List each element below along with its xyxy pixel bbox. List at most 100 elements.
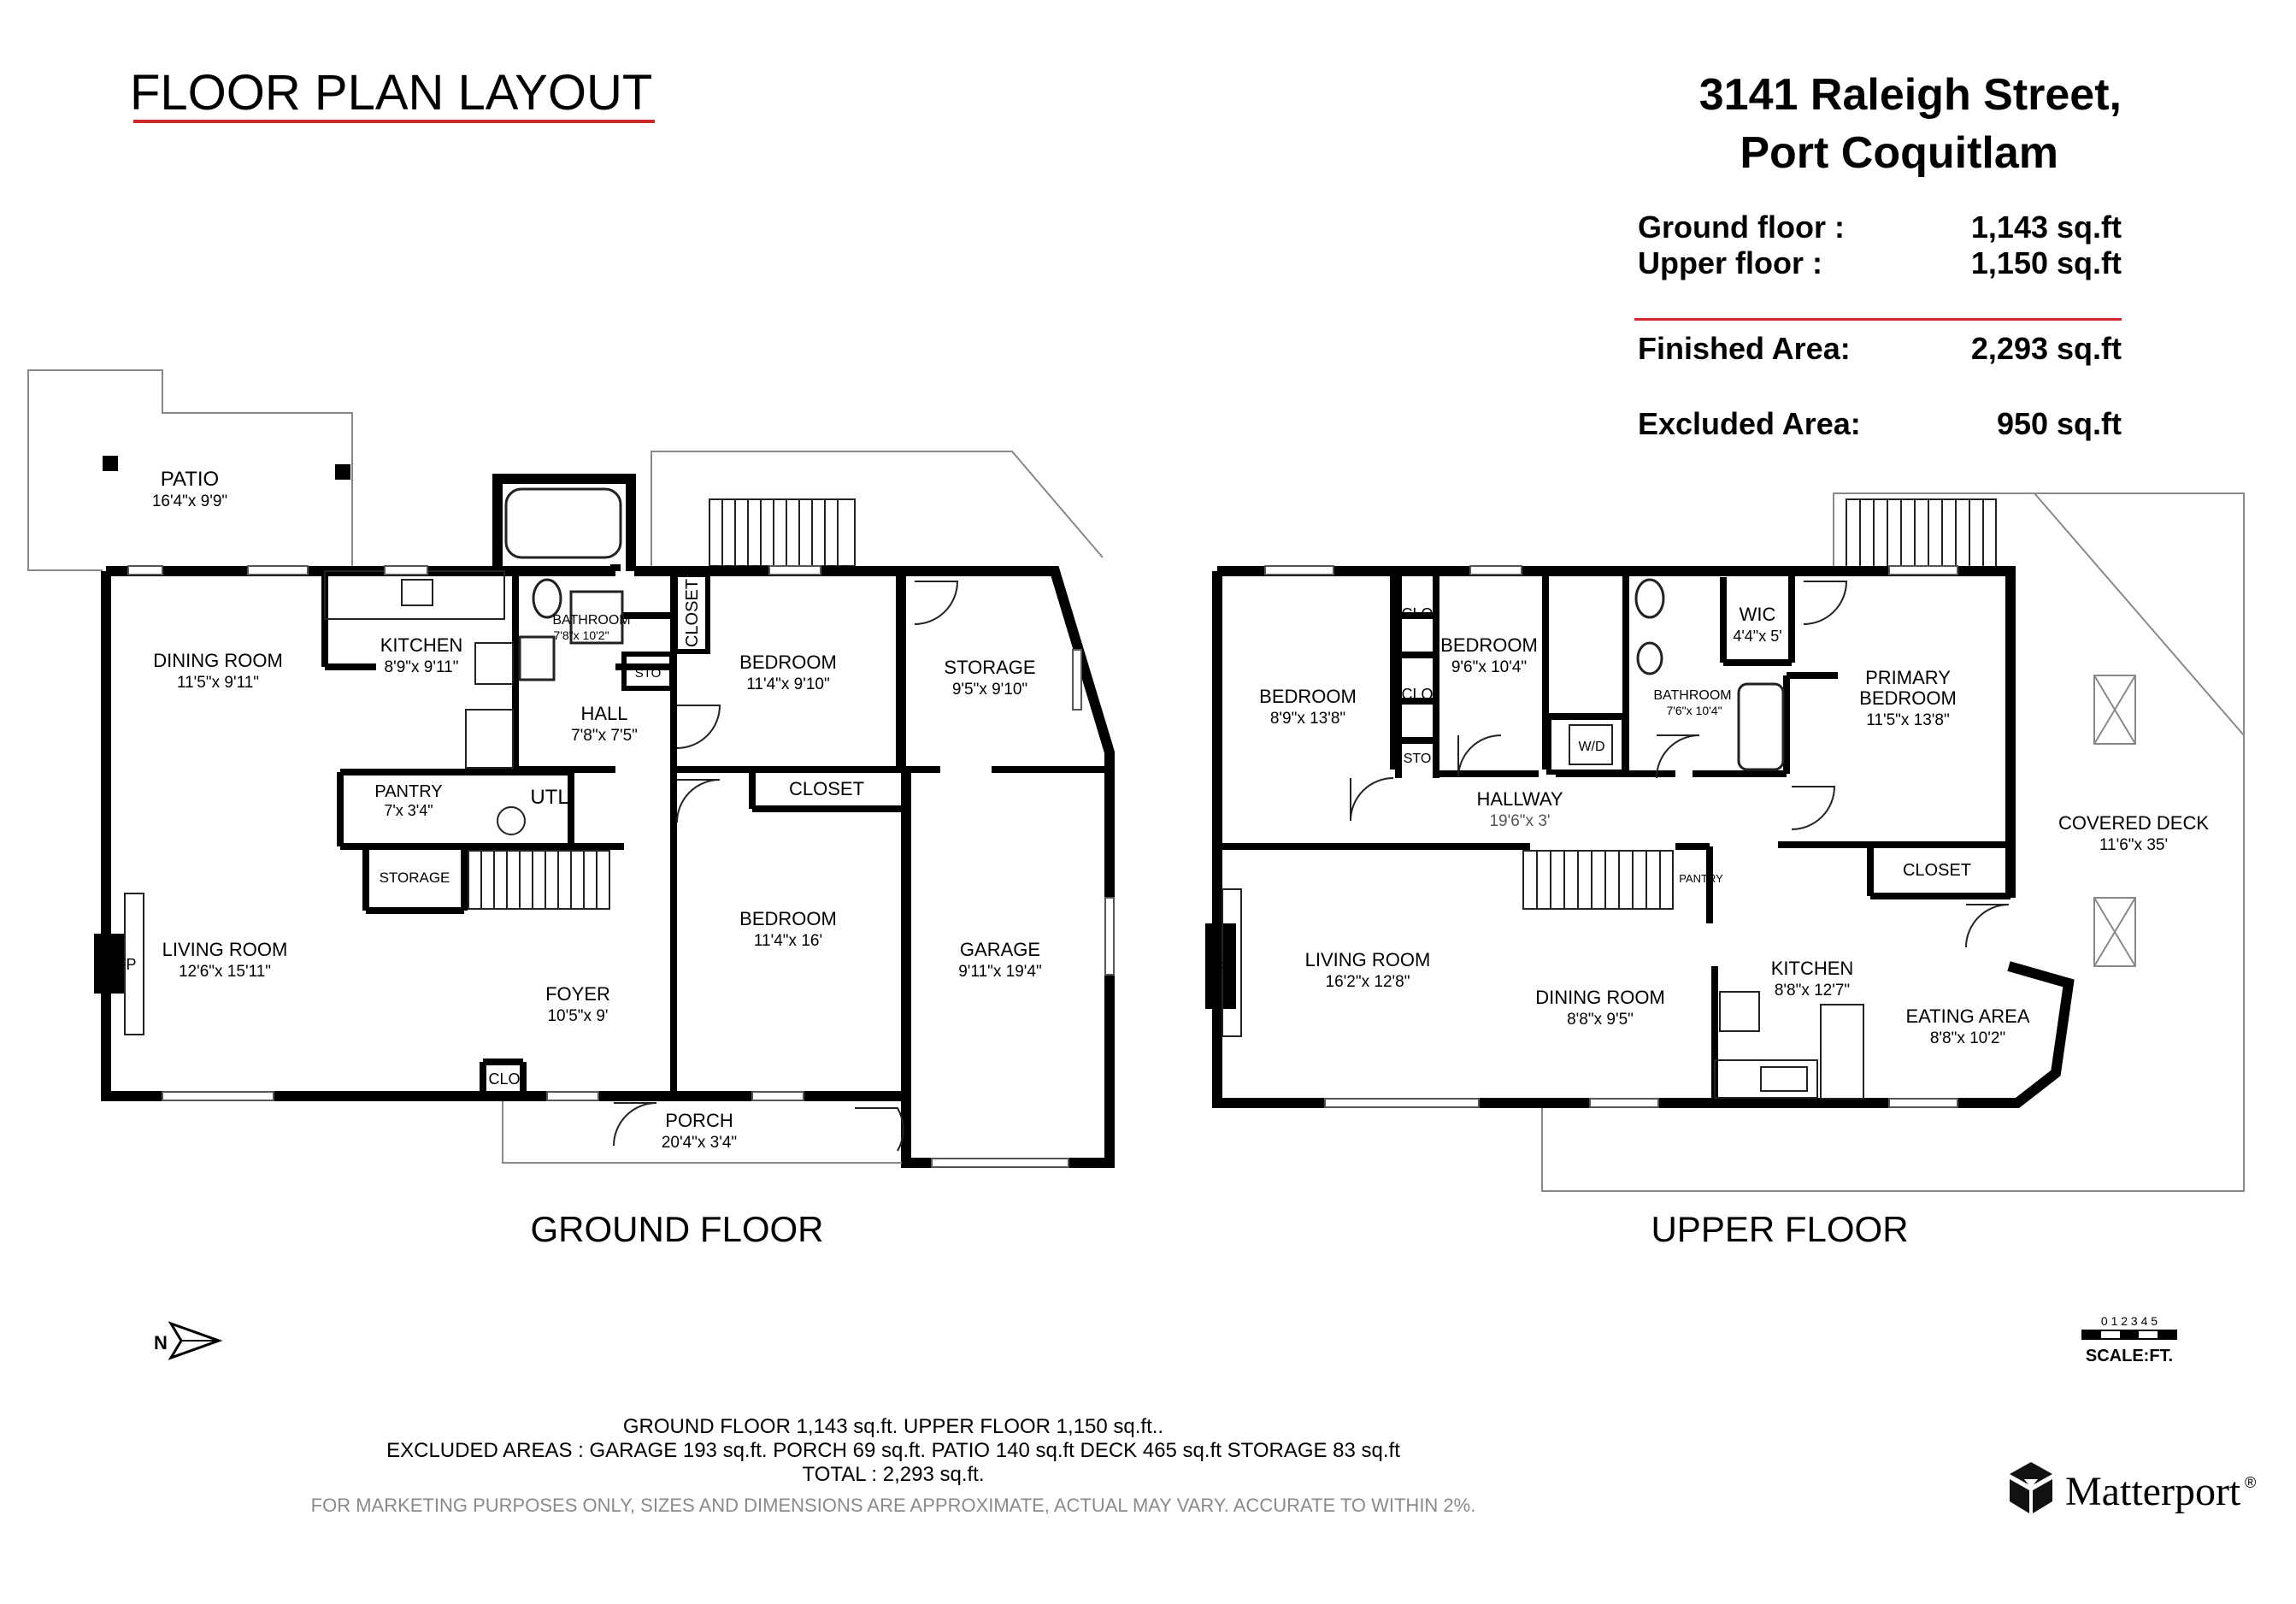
water-heater-fixture	[497, 806, 526, 835]
upper-label-clo-1: CLO	[1401, 605, 1433, 622]
upper-floor-plan	[1205, 492, 2245, 1192]
upper-toilet	[1634, 578, 1665, 619]
room-name-living: LIVING ROOM	[162, 939, 288, 960]
hearth	[124, 893, 144, 1035]
address-line-2: Port Coquitlam	[1740, 128, 2058, 178]
fridge-fixture	[465, 709, 514, 769]
room-dims-hall: 7'8"x 7'5"	[571, 727, 638, 745]
room-dims-dining: 11'5"x 9'11"	[177, 674, 259, 692]
closet-vertical-box	[673, 572, 710, 654]
upper-bathtub	[1737, 682, 1785, 771]
excluded-area-label: Excluded Area:	[1638, 406, 1861, 441]
upper-room-name-deck: COVERED DECK	[2058, 812, 2209, 834]
kitchen-counter	[324, 570, 505, 620]
rear-landing-outline	[651, 451, 1104, 566]
upper-room-name-living: LIVING ROOM	[1305, 949, 1431, 970]
sto-box	[621, 652, 674, 691]
room-dims-patio: 16'4"x 9'9"	[152, 492, 227, 510]
upper-room-dims-deck: 11'6"x 35'	[2099, 836, 2168, 854]
upper-room-name-bedroom-1: BEDROOM	[1259, 686, 1357, 707]
label-storage-small: STORAGE	[380, 870, 450, 886]
ground-floor-caption: GROUND FLOOR	[530, 1209, 823, 1249]
deck-skylights	[2093, 675, 2136, 967]
patio-outline	[27, 369, 353, 571]
room-dims-foyer: 10'5"x 9'	[547, 1007, 608, 1025]
upper-room-dims-dining: 8'8"x 9'5"	[1567, 1011, 1634, 1029]
room-dims-bedroom-1: 11'4"x 9'10"	[746, 675, 830, 693]
upper-room-name-bathroom: BATHROOM	[1653, 688, 1731, 703]
upper-room-dims-eating: 8'8"x 10'2"	[1930, 1029, 2005, 1047]
brand-name: Matterport	[2065, 1469, 2241, 1514]
fireplace	[94, 934, 125, 994]
room-dims-bedroom-2: 11'4"x 16'	[754, 932, 822, 950]
patio-post	[335, 464, 350, 480]
title-underline	[133, 120, 655, 123]
north-arrow-icon: N	[154, 1321, 223, 1360]
svg-text:N: N	[154, 1332, 168, 1353]
upper-stairs	[1522, 850, 1674, 910]
ground-floor-area-label: Ground floor :	[1638, 209, 1845, 245]
upper-floor-area-value: 1,150 sq.ft	[1971, 245, 2122, 280]
scale-ticks: 0 1 2 3 4 5	[2101, 1314, 2158, 1328]
room-name-porch: PORCH	[665, 1110, 733, 1131]
upper-room-dims-primary: 11'5"x 13'8"	[1866, 711, 1950, 729]
room-name-bedroom-2: BEDROOM	[739, 908, 837, 929]
upper-room-name-hallway: HALLWAY	[1476, 788, 1563, 810]
upper-room-dims-wic: 4'4"x 5'	[1733, 628, 1781, 645]
room-name-bathroom: BATHROOM	[552, 613, 630, 628]
room-name-bedroom-1: BEDROOM	[739, 652, 837, 673]
footer-line-2: EXCLUDED AREAS : GARAGE 193 sq.ft. PORCH…	[386, 1439, 1400, 1462]
ground-doors	[613, 581, 959, 1152]
upper-label-pantry: PANTRY	[1679, 872, 1723, 885]
shower-fixture	[569, 590, 624, 645]
room-dims-storage: 9'5"x 9'10"	[952, 681, 1027, 699]
upper-counter	[1714, 1059, 1818, 1099]
room-dims-living: 12'6"x 15'11"	[179, 963, 271, 981]
washer-dryer-unit	[1569, 724, 1613, 765]
upper-room-name-eating: EATING AREA	[1905, 1005, 2029, 1027]
room-name-garage: GARAGE	[960, 939, 1040, 960]
label-utl: UTL	[530, 786, 568, 809]
upper-room-name-dining: DINING ROOM	[1535, 987, 1665, 1008]
room-dims-kitchen: 8'9"x 9'11"	[385, 658, 459, 676]
kitchen-sink	[401, 579, 433, 606]
upper-room-dims-bathroom: 7'6"x 10'4"	[1666, 704, 1722, 717]
summary-divider	[1634, 318, 2122, 321]
excluded-area-value: 950 sq.ft	[1997, 406, 2122, 441]
upper-label-fp: FP	[1214, 959, 1233, 976]
upper-room-name-bedroom-2: BEDROOM	[1440, 634, 1538, 656]
upper-label-sto: STO	[1404, 752, 1432, 766]
room-name-kitchen: KITCHEN	[380, 634, 463, 656]
vanity-fixture	[518, 635, 556, 681]
toilet-fixture	[532, 578, 562, 619]
footer-disclaimer: FOR MARKETING PURPOSES ONLY, SIZES AND D…	[311, 1495, 1476, 1516]
washer-dryer-box	[1546, 714, 1627, 775]
ground-floor-area-value: 1,143 sq.ft	[1971, 209, 2122, 245]
porch-outline	[502, 1101, 902, 1164]
label-closet-vertical: CLOSET	[683, 579, 702, 647]
upper-floor-area-label: Upper floor :	[1638, 245, 1822, 280]
upper-room-dims-kitchen: 8'8"x 12'7"	[1775, 982, 1850, 1000]
upper-interior-walls	[1222, 571, 2010, 1103]
upper-island	[1820, 1004, 1864, 1100]
room-name-storage: STORAGE	[944, 657, 1035, 678]
room-dims-porch: 20'4"x 3'4"	[662, 1134, 737, 1152]
stove-fixture	[474, 642, 514, 685]
address-line-1: 3141 Raleigh Street,	[1699, 70, 2122, 120]
upper-rear-steps	[1846, 498, 1997, 569]
upper-room-dims-living: 16'2"x 12'8"	[1326, 973, 1410, 991]
upper-room-name-primary-1: PRIMARY	[1865, 667, 1951, 688]
upper-label-clo-2: CLO	[1401, 686, 1433, 703]
upper-hearth	[1222, 888, 1242, 1037]
ground-stairs	[468, 850, 610, 910]
deck-edge	[2034, 492, 2245, 736]
room-name-pantry: PANTRY	[374, 782, 442, 801]
upper-room-dims-bedroom-1: 8'9"x 13'8"	[1270, 710, 1345, 728]
footer-line-3: TOTAL : 2,293 sq.ft.	[803, 1463, 985, 1486]
scale-label: SCALE:FT.	[2086, 1347, 2173, 1365]
upper-sink	[1636, 641, 1663, 675]
ground-windows	[127, 565, 1115, 1168]
ground-exterior-walls	[101, 474, 1115, 1168]
label-fp: FP	[116, 956, 136, 973]
